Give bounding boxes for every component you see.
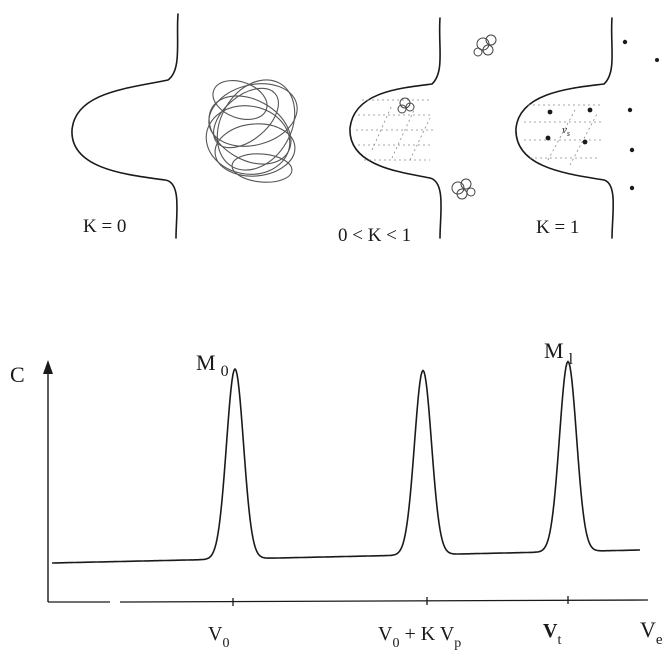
- label-k0: K = 0: [83, 216, 126, 237]
- y-axis-label: C: [10, 362, 25, 387]
- large-molecule: [197, 66, 310, 185]
- label-k1: K = 1: [536, 217, 579, 238]
- y-axis-arrow: [43, 360, 53, 374]
- medium-molecule: [398, 98, 414, 113]
- x-axis-label: Ve: [640, 617, 663, 648]
- chromatogram-trace: [52, 362, 640, 563]
- medium-molecule-top: [474, 35, 496, 56]
- partial-pore-hatch: [356, 100, 434, 160]
- pore-diagrams: vs K = 0 0 < K < 1 K = 1: [72, 14, 659, 246]
- pore-wall-k0: [72, 14, 178, 238]
- label-kmid: 0 < K < 1: [338, 225, 411, 246]
- x-axis-right: [120, 600, 648, 602]
- medium-molecule-bottom: [452, 179, 475, 199]
- tick-label-v0: V0: [208, 623, 229, 651]
- tick-label-mid: V0 + K Vp: [378, 623, 461, 651]
- tick-label-vt: Vt: [543, 620, 561, 648]
- small-molecules: [546, 40, 659, 190]
- pore-wall-kmid: [350, 18, 441, 238]
- pore-volume-label: vs: [562, 124, 570, 138]
